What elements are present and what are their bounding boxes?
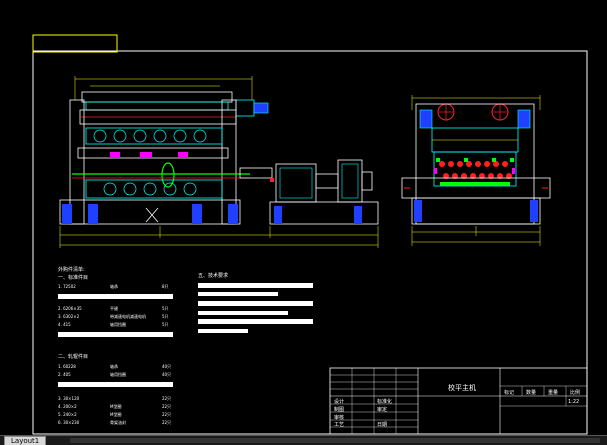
s2-item1-qty: 40只 [162,364,171,369]
drawing-name: 校平主机 [448,383,476,392]
s1-item4-code: 4. 415 [58,322,71,327]
s1-item3-name: 带减速电机减速电机 [110,313,146,319]
row-design-label: 设计 [334,398,344,405]
s2-item1-code: 1. 60228 [58,364,76,369]
front-view [60,76,378,248]
row-process-label: 工艺 [334,422,344,428]
s2-item5-name: M型圈 [110,411,121,417]
s2-item3-qty: 22只 [162,396,171,401]
s1-item1-name: 轴承 [110,283,118,289]
header-weight: 重量 [548,389,558,396]
s2-item4-qty: 22只 [162,404,171,409]
scale-value: 1:22 [568,399,579,405]
s1-item3-code: 3. 6302×2 [58,314,80,319]
s2-item5-qty: 22只 [162,412,171,417]
s2-item2-name: 轴用挡圈 [110,371,126,377]
s2-item1-name: 轴承 [110,363,118,369]
row-draw-value: 审定 [377,406,387,413]
drawing-code-box [33,35,117,52]
header-scale: 比例 [570,389,580,396]
row-draw-label: 制图 [334,406,344,413]
row-design-value: 标准化 [377,398,392,405]
notes-right: 五、技术要求 [198,272,313,333]
s2-item6-name: 骨架油封 [110,419,126,425]
section2-title: 二、轧辊件目 [58,353,88,360]
header-mark: 标记 [504,389,514,396]
s1-item2-name: 平键 [110,305,118,311]
row-check-label: 审核 [334,414,344,421]
header-qty: 数量 [526,389,536,396]
notes-left: 外购件清单: 一、标准件目 1. 72502 轴承 8只 2. 6206×35 … [58,266,173,425]
s1-item4-qty: 5只 [162,322,169,327]
s1-item1-code: 1. 72502 [58,284,76,289]
s2-item3-code: 3. 30×120 [58,396,80,401]
s1-item1-qty: 8只 [162,284,169,289]
tech-req-heading: 五、技术要求 [198,272,228,279]
s1-item3-qty: 5只 [162,314,169,319]
s2-item2-code: 2. 405 [58,372,71,377]
s2-item4-name: M型圈 [110,403,121,409]
s1-item2-code: 2. 6206×35 [58,306,82,311]
side-view [402,95,550,246]
row-process-value: 日期 [377,422,387,428]
horizontal-scrollbar[interactable] [70,438,600,443]
s1-item2-qty: 5只 [162,306,169,311]
s2-item2-qty: 40只 [162,372,171,377]
title-block: 校平主机 标记 数量 重量 比例 1:22 设计 标准化 制图 审定 审核 工艺… [330,368,587,434]
s2-item6-code: 6. 30×230 [58,420,80,425]
s1-item4-name: 轴用挡圈 [110,321,126,327]
s2-item5-code: 5. 240×2 [58,412,77,417]
section1-title: 一、标准件目 [58,274,88,281]
s2-item4-code: 4. 200×2 [58,404,77,409]
notes-heading: 外购件清单: [58,266,85,273]
s2-item6-qty: 22只 [162,420,171,425]
